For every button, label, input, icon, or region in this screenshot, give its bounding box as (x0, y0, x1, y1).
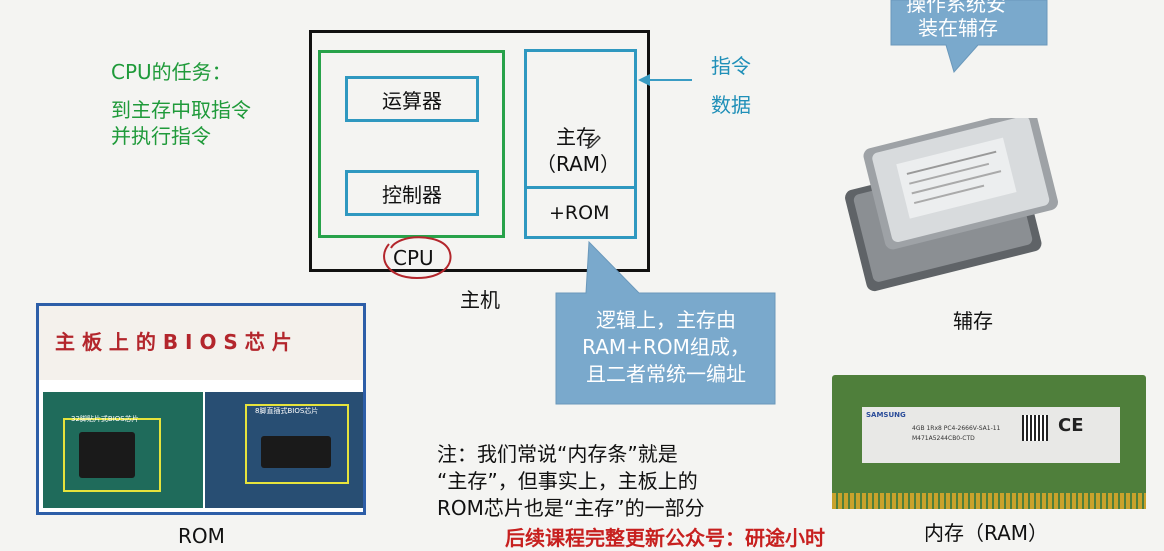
cpu-label: CPU (393, 246, 434, 270)
ram-label-line2: M471A5244CB0-CTD (912, 435, 975, 442)
note-line3: ROM芯片也是“主存”的一部分 (437, 496, 705, 520)
top-callout-line2: 装在辅存 (918, 16, 998, 40)
cpu-task-title: CPU的任务： (111, 60, 232, 84)
rom-label: +ROM (549, 202, 610, 224)
note-line1: 注：我们常说“内存条”就是 (437, 442, 678, 466)
cpu-task-line1: 到主存中取指令 (111, 98, 251, 122)
top-callout-shape (890, 0, 1048, 74)
cpu-circle-annotation (383, 236, 452, 280)
bios-chip-photo-right: 8脚直插式BIOS芯片 (205, 392, 363, 508)
main-memory-box (524, 49, 637, 239)
host-box (309, 30, 650, 272)
qr-code-icon (1022, 415, 1048, 441)
ram-label: （RAM） (536, 152, 621, 176)
bios-tag-right: 8脚直插式BIOS芯片 (255, 407, 319, 415)
cpu-box (318, 50, 505, 238)
top-callout-line1: 操作系统安 (906, 0, 1006, 16)
ram-caption: 内存（RAM） (924, 521, 1049, 545)
note-line2: “主存”，但事实上，主板上的 (437, 469, 698, 493)
bios-title: 主 板 上 的 B I O S 芯 片 (55, 330, 292, 354)
cpu-task-line2: 并执行指令 (111, 124, 211, 148)
pen-cursor-icon (586, 134, 602, 154)
logic-callout-shape (555, 240, 776, 405)
rom-caption: ROM (178, 524, 225, 548)
memory-divider (524, 186, 637, 189)
hard-drive-image (845, 118, 1058, 292)
bios-chip-photo-left: 32脚贴片式BIOS芯片 (43, 392, 203, 508)
logic-callout-line3: 且二者常统一编址 (586, 362, 746, 386)
ram-stick-image: SAMSUNG 4GB 1Rx8 PC4-2666V-SA1-11 M471A5… (832, 375, 1146, 509)
footer-watermark: 后续课程完整更新公众号：研途小时 (505, 526, 825, 550)
alu-box: 运算器 (345, 76, 479, 122)
bios-panel: 主 板 上 的 B I O S 芯 片 32脚贴片式BIOS芯片 8脚直插式BI… (36, 303, 366, 515)
logic-callout-line1: 逻辑上，主存由 (596, 308, 736, 332)
ram-label-line1: 4GB 1Rx8 PC4-2666V-SA1-11 (912, 425, 1001, 432)
ce-mark-icon: CE (1058, 415, 1084, 436)
data-label: 数据 (711, 93, 751, 117)
ram-brand: SAMSUNG (866, 411, 906, 419)
host-label: 主机 (460, 288, 500, 312)
instruction-label: 指令 (711, 54, 751, 78)
logic-callout-line2: RAM+ROM组成， (582, 335, 750, 359)
arrow-icon (638, 74, 692, 86)
hdd-caption: 辅存 (953, 309, 993, 333)
bios-tag-left: 32脚贴片式BIOS芯片 (71, 415, 139, 423)
control-unit-box: 控制器 (345, 170, 479, 216)
